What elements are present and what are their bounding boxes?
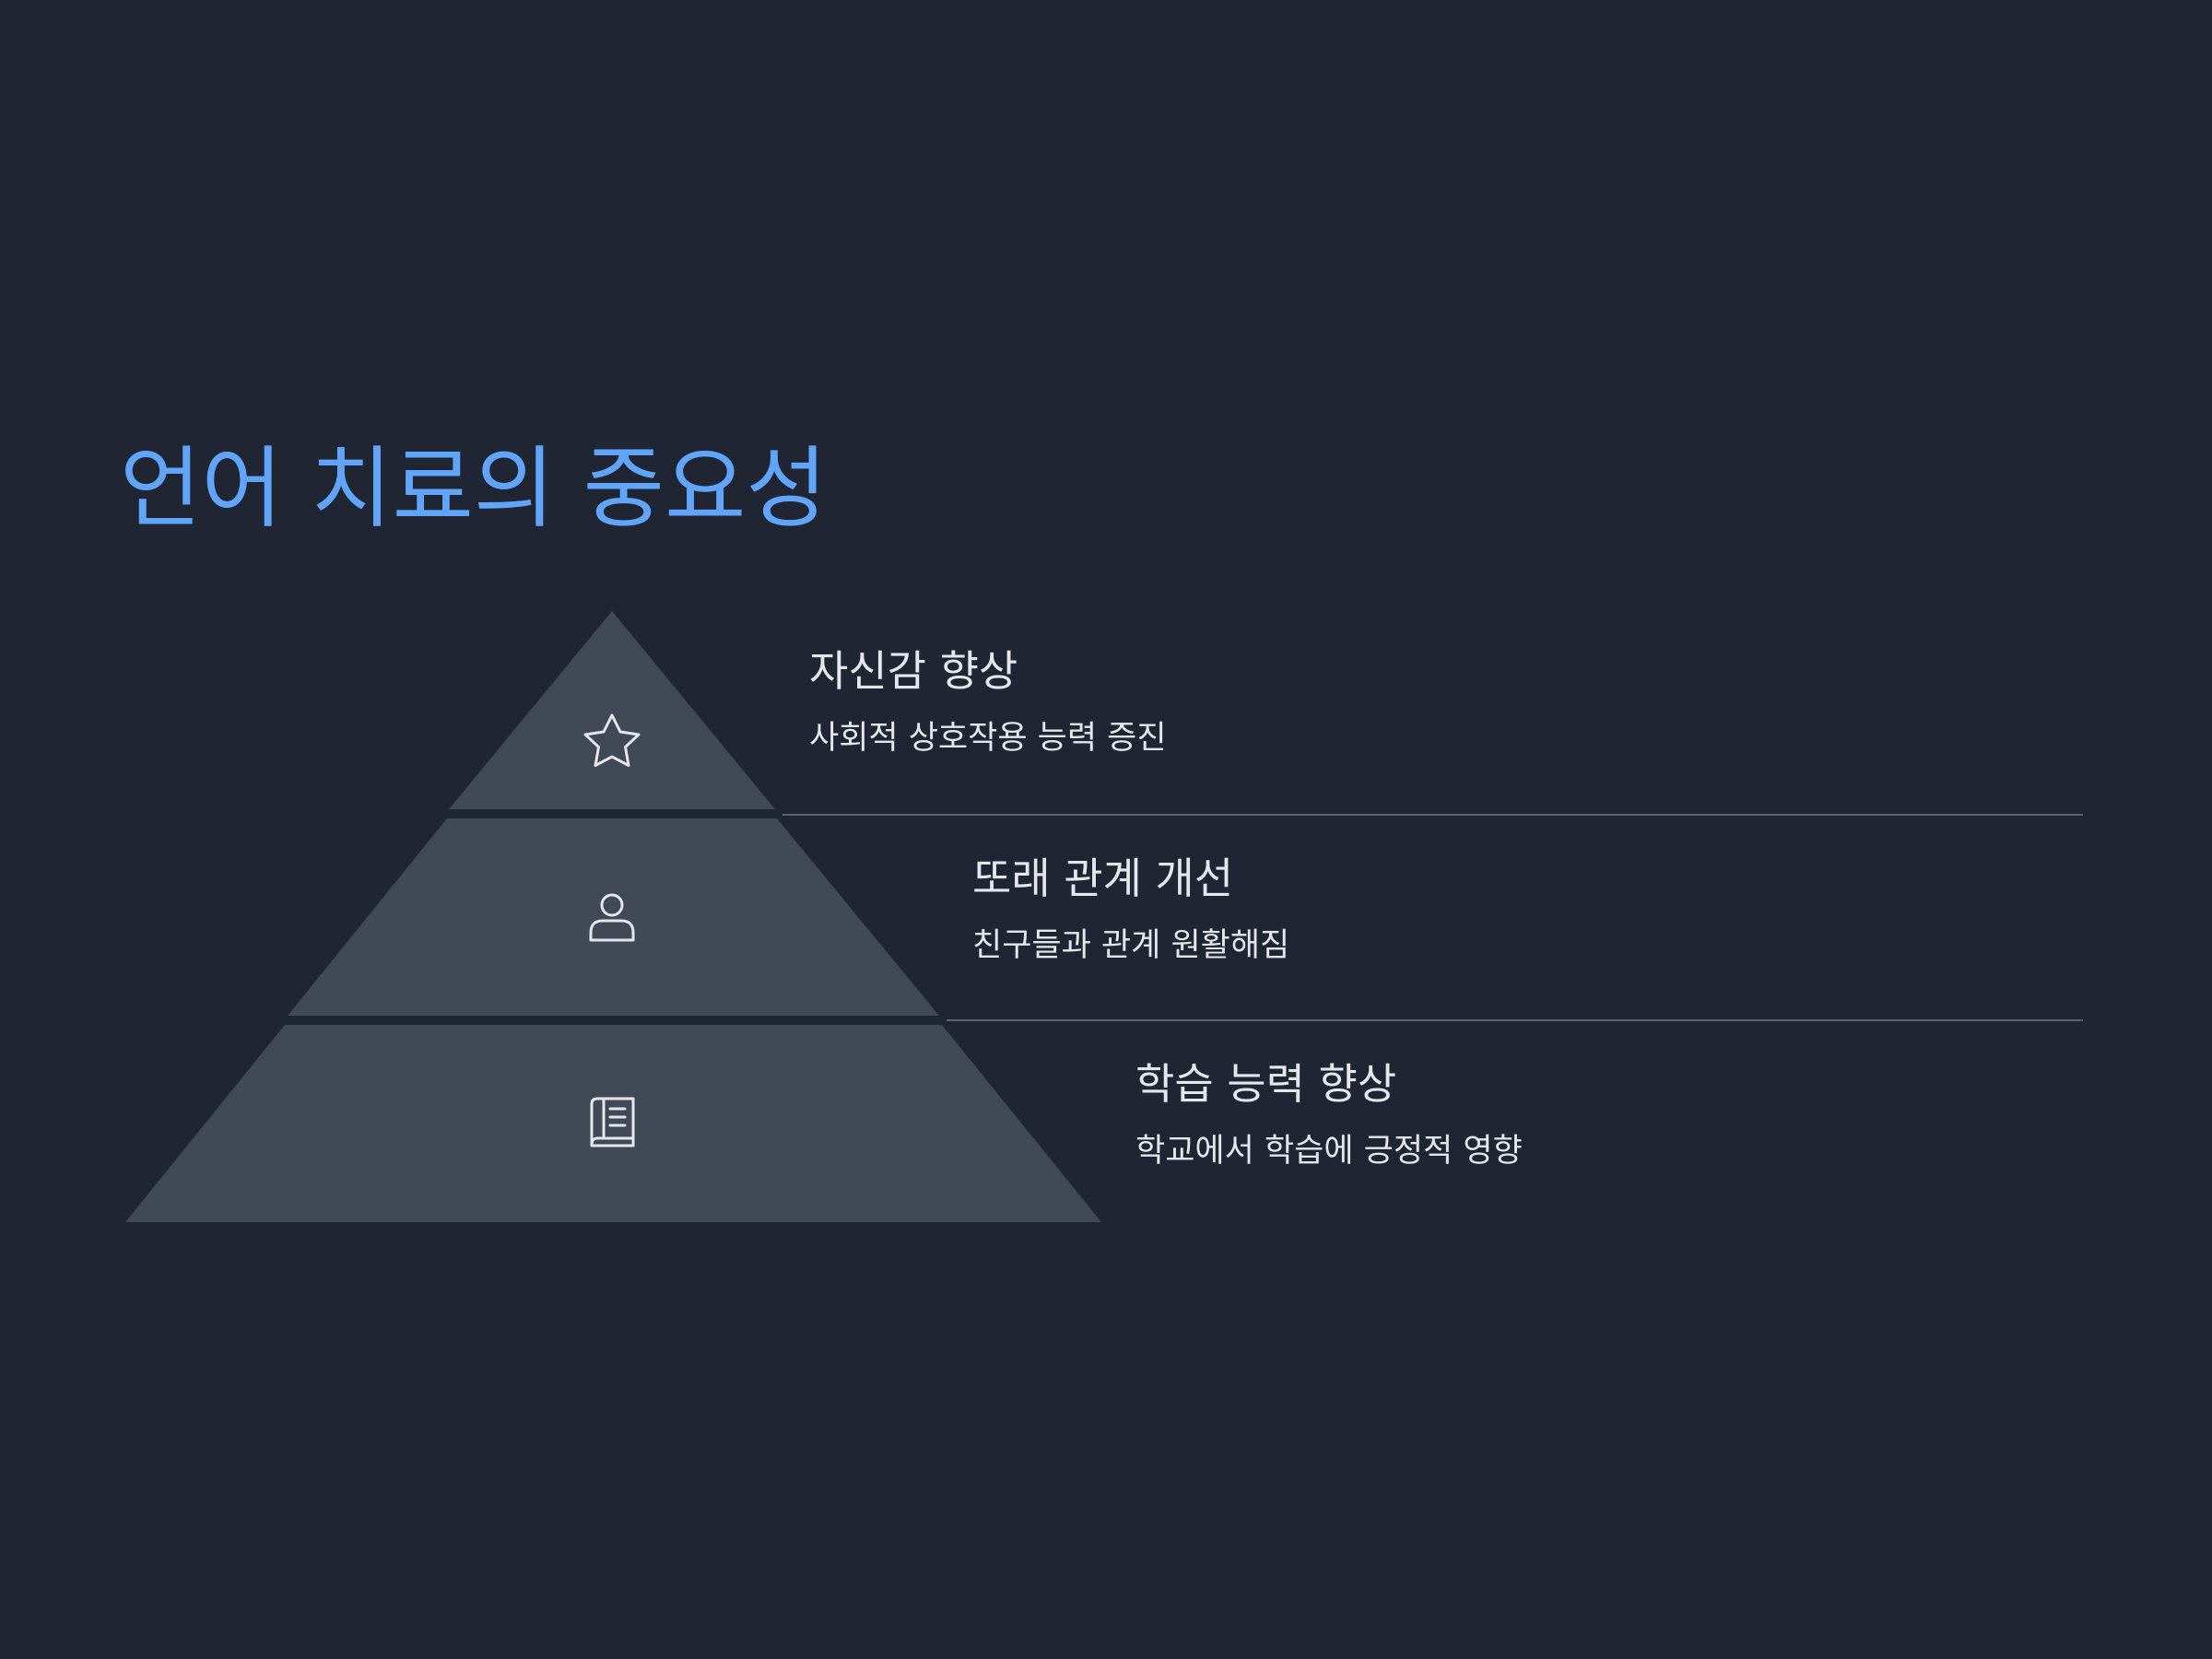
star-icon <box>583 713 641 767</box>
tier-2-heading: 또래 관계 개선 <box>972 853 1234 903</box>
tier-3-text: 학습 능력 향상 학교에서 학습에 긍정적 영향 <box>1135 1056 1523 1172</box>
tier-2-description: 친구들과 관계 원활해짐 <box>972 927 1290 964</box>
tier-3-description: 학교에서 학습에 긍정적 영향 <box>1135 1133 1523 1170</box>
pyramid-tier-3 <box>125 1025 1101 1222</box>
tier-1-description: 사회적 상호작용 능력 증진 <box>809 720 1167 757</box>
tier-1-heading: 자신감 향상 <box>809 646 1018 696</box>
user-icon <box>589 893 635 942</box>
book-icon <box>590 1097 635 1147</box>
slide-title: 언어 치료의 중요성 <box>120 437 828 540</box>
pyramid-tier-2 <box>288 818 939 1016</box>
tier-3-heading: 학습 능력 향상 <box>1135 1059 1397 1109</box>
tier-2-text: 또래 관계 개선 친구들과 관계 원활해짐 <box>972 851 1289 967</box>
pyramid-tier-1 <box>449 611 775 809</box>
tier-1-text: 자신감 향상 사회적 상호작용 능력 증진 <box>809 643 1167 759</box>
